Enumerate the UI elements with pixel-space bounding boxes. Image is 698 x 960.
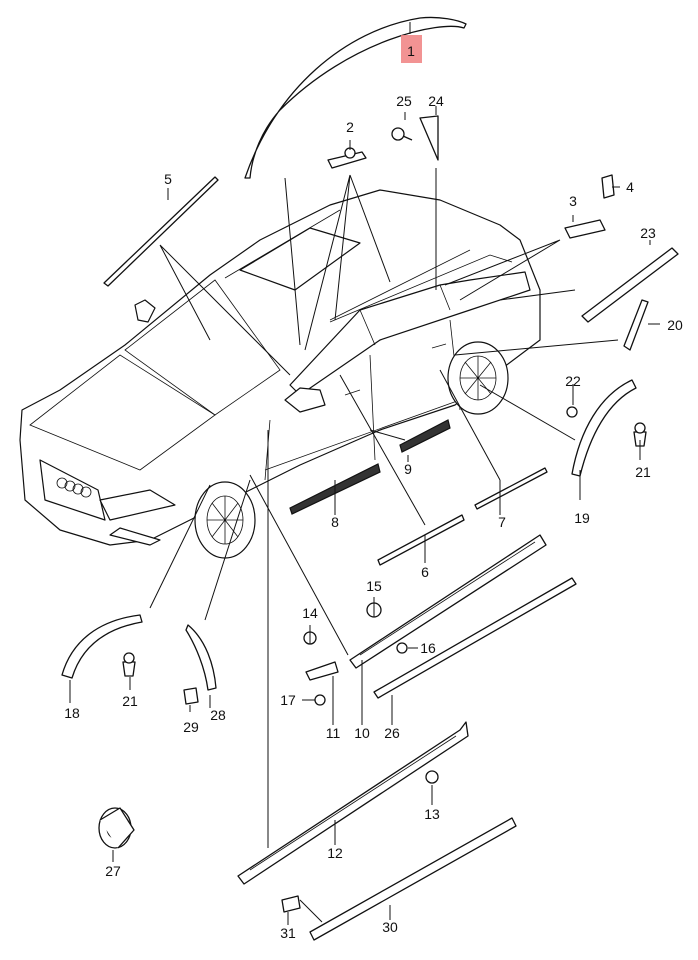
part-21-clip-left [122, 661, 136, 677]
callout-9[interactable]: 9 [404, 461, 412, 477]
part-1-roof-trim [244, 16, 467, 179]
part-23-window-strip [581, 247, 679, 323]
callout-24[interactable]: 24 [428, 93, 444, 109]
callout-3[interactable]: 3 [569, 193, 577, 209]
callout-5[interactable]: 5 [164, 171, 172, 187]
callout-21-right[interactable]: 21 [635, 464, 651, 480]
highlight-box-part-1 [401, 35, 422, 63]
part-5-windshield-trim [103, 176, 219, 287]
part-13-nut [425, 770, 439, 784]
callout-29[interactable]: 29 [183, 719, 199, 735]
part-4-screw [601, 174, 615, 199]
part-10-sill-panel [349, 534, 547, 669]
parts [61, 16, 679, 941]
callout-23[interactable]: 23 [640, 225, 656, 241]
part-22-screw [566, 406, 578, 418]
callout-1[interactable]: 1 [407, 43, 415, 59]
callout-21-left[interactable]: 21 [122, 693, 138, 709]
callout-2[interactable]: 2 [346, 119, 354, 135]
part-31-clip [281, 895, 301, 913]
car-illustration [19, 189, 541, 559]
callout-6[interactable]: 6 [421, 564, 429, 580]
leader-lines [69, 22, 660, 925]
callout-26[interactable]: 26 [384, 725, 400, 741]
callout-18[interactable]: 18 [64, 705, 80, 721]
part-30-lower-trim [309, 817, 517, 941]
callout-30[interactable]: 30 [382, 919, 398, 935]
part-3-clip [564, 219, 606, 239]
callout-12[interactable]: 12 [327, 845, 343, 861]
part-20-pillar-trim [623, 299, 649, 351]
part-28-arch-trim [185, 624, 217, 691]
callout-19[interactable]: 19 [574, 510, 590, 526]
part-9-door-trim [399, 419, 451, 453]
part-17-screw [314, 694, 326, 706]
part-16-screw [396, 642, 408, 654]
part-24-trim [419, 115, 439, 161]
part-6-door-strip [377, 514, 465, 566]
callout-17[interactable]: 17 [280, 692, 296, 708]
part-19-wheel-arch [571, 379, 637, 477]
callout-25[interactable]: 25 [396, 93, 412, 109]
part-11-bracket [305, 661, 339, 681]
callout-8[interactable]: 8 [331, 514, 339, 530]
callout-27[interactable]: 27 [105, 863, 121, 879]
part-7-door-strip [474, 467, 548, 510]
callout-4[interactable]: 4 [626, 179, 634, 195]
callout-31[interactable]: 31 [280, 925, 296, 941]
callout-16[interactable]: 16 [420, 640, 436, 656]
part-18-front-wheel-arch [61, 614, 143, 679]
callout-10[interactable]: 10 [354, 725, 370, 741]
part-25-screw [391, 127, 405, 141]
part-26-sill-trim [373, 577, 577, 699]
callout-28[interactable]: 28 [210, 707, 226, 723]
callout-labels: 1 2 3 4 5 6 7 8 9 10 11 12 13 14 15 16 1… [64, 43, 683, 941]
callout-15[interactable]: 15 [366, 578, 382, 594]
callout-14[interactable]: 14 [302, 605, 318, 621]
callout-11[interactable]: 11 [326, 725, 341, 741]
callout-20[interactable]: 20 [667, 317, 683, 333]
part-29-clip [183, 687, 199, 705]
callout-13[interactable]: 13 [424, 806, 440, 822]
callout-7[interactable]: 7 [498, 514, 506, 530]
callout-22[interactable]: 22 [565, 373, 581, 389]
